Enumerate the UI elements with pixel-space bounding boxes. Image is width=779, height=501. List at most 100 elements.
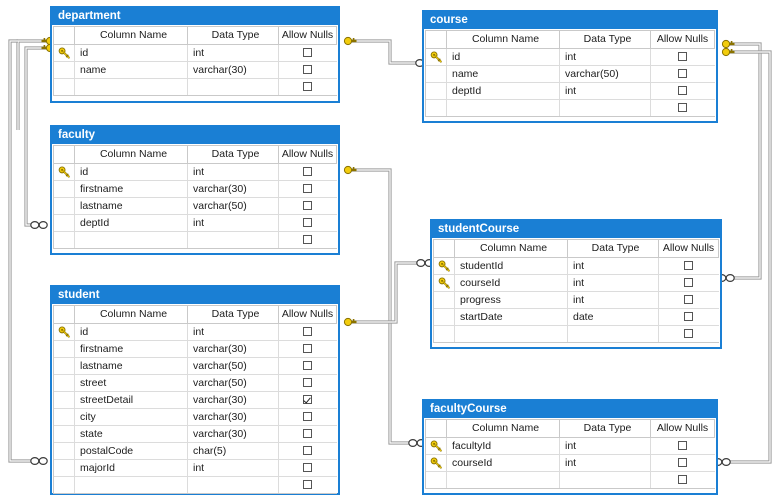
relation-dept-faculty[interactable] <box>24 46 50 227</box>
row-column-name[interactable]: lastname <box>75 198 188 214</box>
row-allow-nulls-cell[interactable] <box>651 438 715 454</box>
row-allow-nulls-cell[interactable] <box>279 198 337 214</box>
row-allow-nulls-cell[interactable] <box>279 341 337 357</box>
row-data-type[interactable]: date <box>568 309 659 325</box>
row-column-name[interactable]: firstname <box>75 181 188 197</box>
row-allow-nulls-cell[interactable] <box>279 324 337 340</box>
row-data-type[interactable] <box>188 232 279 248</box>
allow-nulls-checkbox[interactable] <box>684 312 693 321</box>
relation-course-studentCourse[interactable] <box>726 42 762 280</box>
row-allow-nulls-cell[interactable] <box>651 66 715 82</box>
row-allow-nulls-cell[interactable] <box>659 275 719 291</box>
row-allow-nulls-cell[interactable] <box>651 100 715 116</box>
allow-nulls-checkbox[interactable] <box>303 167 312 176</box>
row-data-type[interactable]: int <box>568 275 659 291</box>
row-allow-nulls-cell[interactable] <box>279 477 337 493</box>
row-column-name[interactable]: startDate <box>455 309 568 325</box>
allow-nulls-checkbox[interactable] <box>678 475 687 484</box>
row-column-name[interactable]: id <box>447 49 560 65</box>
row-allow-nulls-cell[interactable] <box>279 426 337 442</box>
row-data-type[interactable]: int <box>560 49 651 65</box>
allow-nulls-checkbox[interactable] <box>303 429 312 438</box>
allow-nulls-checkbox[interactable] <box>303 201 312 210</box>
column-row[interactable] <box>434 326 719 343</box>
row-column-name[interactable]: progress <box>455 292 568 308</box>
row-allow-nulls-cell[interactable] <box>651 83 715 99</box>
row-column-name[interactable]: name <box>75 62 188 78</box>
row-allow-nulls-cell[interactable] <box>659 258 719 274</box>
allow-nulls-checkbox[interactable] <box>684 295 693 304</box>
row-data-type[interactable] <box>568 326 659 342</box>
column-row[interactable] <box>426 472 715 489</box>
row-column-name[interactable]: street <box>75 375 188 391</box>
allow-nulls-checkbox[interactable] <box>303 344 312 353</box>
row-column-name[interactable] <box>447 472 560 488</box>
row-column-name[interactable]: streetDetail <box>75 392 188 408</box>
allow-nulls-checkbox[interactable] <box>303 395 312 404</box>
row-data-type[interactable]: int <box>188 460 279 476</box>
row-data-type[interactable]: varchar(30) <box>188 62 279 78</box>
row-allow-nulls-cell[interactable] <box>279 45 337 61</box>
row-allow-nulls-cell[interactable] <box>279 392 337 408</box>
row-allow-nulls-cell[interactable] <box>651 455 715 471</box>
column-row[interactable] <box>426 100 715 117</box>
row-allow-nulls-cell[interactable] <box>279 164 337 180</box>
row-data-type[interactable] <box>188 477 279 493</box>
row-allow-nulls-cell[interactable] <box>279 443 337 459</box>
row-data-type[interactable]: int <box>188 164 279 180</box>
allow-nulls-checkbox[interactable] <box>684 329 693 338</box>
row-data-type[interactable] <box>188 79 279 95</box>
row-column-name[interactable] <box>447 100 560 116</box>
allow-nulls-checkbox[interactable] <box>303 327 312 336</box>
row-column-name[interactable]: courseId <box>455 275 568 291</box>
row-allow-nulls-cell[interactable] <box>279 79 337 95</box>
row-allow-nulls-cell[interactable] <box>279 215 337 231</box>
row-column-name[interactable] <box>75 477 188 493</box>
allow-nulls-checkbox[interactable] <box>303 412 312 421</box>
allow-nulls-checkbox[interactable] <box>678 458 687 467</box>
row-data-type[interactable]: int <box>560 83 651 99</box>
row-allow-nulls-cell[interactable] <box>659 309 719 325</box>
relation-course-facultyCourse[interactable] <box>726 50 772 464</box>
row-allow-nulls-cell[interactable] <box>659 326 719 342</box>
allow-nulls-checkbox[interactable] <box>303 378 312 387</box>
row-allow-nulls-cell[interactable] <box>651 49 715 65</box>
row-column-name[interactable]: lastname <box>75 358 188 374</box>
row-data-type[interactable]: int <box>568 292 659 308</box>
row-data-type[interactable]: int <box>560 455 651 471</box>
relation-student-studentCourse[interactable] <box>348 261 421 324</box>
allow-nulls-checkbox[interactable] <box>678 86 687 95</box>
row-column-name[interactable]: state <box>75 426 188 442</box>
row-column-name[interactable]: id <box>75 45 188 61</box>
allow-nulls-checkbox[interactable] <box>303 480 312 489</box>
row-column-name[interactable]: deptId <box>447 83 560 99</box>
row-data-type[interactable]: char(5) <box>188 443 279 459</box>
allow-nulls-checkbox[interactable] <box>303 361 312 370</box>
row-column-name[interactable]: majorId <box>75 460 188 476</box>
row-data-type[interactable]: int <box>568 258 659 274</box>
row-column-name[interactable]: deptId <box>75 215 188 231</box>
row-column-name[interactable]: city <box>75 409 188 425</box>
